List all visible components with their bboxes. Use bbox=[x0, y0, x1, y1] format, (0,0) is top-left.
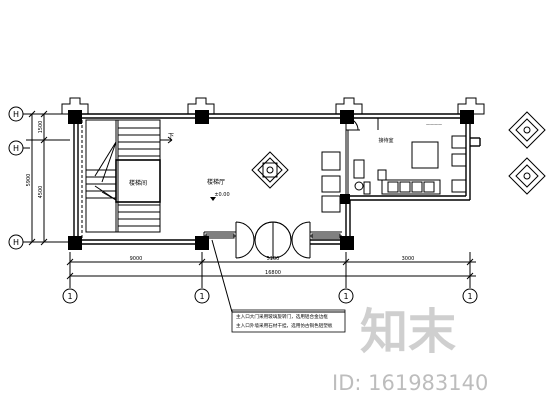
axis-label-col-1: 1 bbox=[67, 292, 72, 301]
right-ornament-lower bbox=[508, 157, 546, 195]
room-label-hall: 楼梯厅 bbox=[207, 178, 225, 186]
watermark-id: ID: 161983140 bbox=[332, 371, 488, 395]
room-label-reception: 接待室 bbox=[378, 137, 393, 144]
right-ornament-upper bbox=[508, 111, 546, 149]
exterior-walls bbox=[73, 113, 481, 245]
reception-furniture bbox=[321, 118, 467, 213]
watermark-brand: 知末 bbox=[360, 304, 456, 360]
elevation-triangle-icon bbox=[210, 197, 216, 201]
dimension-left-lower: 4500 bbox=[38, 186, 44, 199]
column-capital-ornaments bbox=[61, 97, 485, 115]
axis-label-col-2: 1 bbox=[199, 292, 204, 301]
left-dimension-line bbox=[26, 110, 70, 246]
structural-columns bbox=[68, 110, 474, 250]
dimension-left-upper: 1500 bbox=[38, 121, 44, 134]
reception-partition bbox=[345, 117, 360, 200]
dimension-left-overall: 5900 bbox=[26, 174, 32, 187]
down-arrow-label: 下 bbox=[168, 133, 174, 140]
dimension-bay-mid: 5100 bbox=[267, 256, 280, 262]
axis-label-col-3: 1 bbox=[343, 292, 348, 301]
dimension-bay-right: 3000 bbox=[402, 256, 415, 262]
axis-label-row-bottom: H bbox=[13, 238, 19, 247]
axis-label-row-middle: H bbox=[13, 144, 19, 153]
watermark: 知末 ID: 161983140 bbox=[332, 304, 488, 395]
dimension-overall: 16800 bbox=[265, 270, 281, 276]
axis-bubbles bbox=[8, 106, 478, 304]
stair-landing-box bbox=[115, 159, 161, 203]
elevation-mark: ±0.00 bbox=[214, 192, 229, 198]
dimension-bay-left: 9000 bbox=[130, 256, 143, 262]
note-line-1: 主入口大门采用玻璃旋转门，选用铝合金边框 bbox=[236, 313, 328, 320]
axis-label-row-top: H bbox=[13, 110, 19, 119]
reception-top-note: 一一一一 bbox=[426, 122, 442, 127]
note-line-2: 主入口外墙采用石材干挂，选用仿古铜色铝塑板 bbox=[236, 322, 333, 329]
room-label-stair: 楼梯间 bbox=[129, 179, 147, 187]
bottom-dimension-line bbox=[66, 252, 476, 288]
note-leader bbox=[211, 239, 346, 333]
axis-label-col-4: 1 bbox=[467, 292, 472, 301]
main-entrance-doors bbox=[203, 221, 342, 259]
staircase bbox=[81, 119, 173, 238]
hall-ornament-pattern bbox=[251, 151, 289, 189]
